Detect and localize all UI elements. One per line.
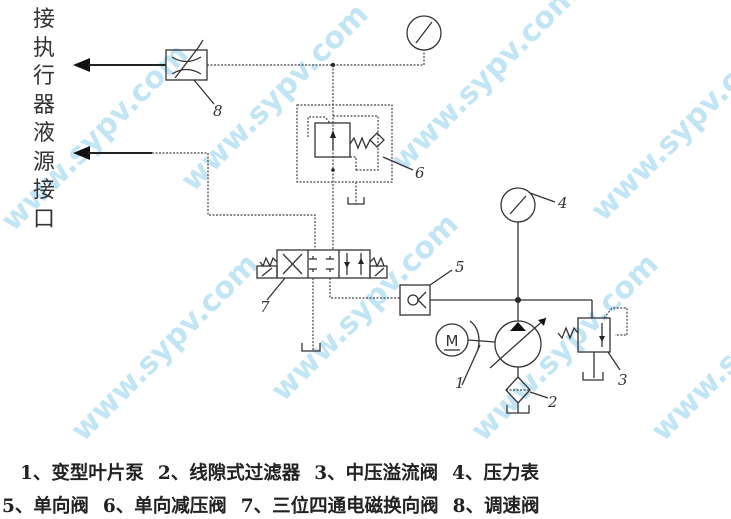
throttle-valve-icon: 8	[165, 39, 223, 120]
char: 接	[32, 7, 55, 32]
caption-line-2: 5、单向阀 6、单向减压阀 7、三位四通电磁换向阀 8、调速阀	[0, 492, 731, 518]
pressure-gauge-icon: 4	[500, 187, 568, 300]
caption-item: 2、线隙式过滤器	[157, 463, 301, 484]
caption-item: 8、调速阀	[452, 496, 540, 517]
motor-icon: M	[435, 323, 469, 357]
caption-item: 6、单向减压阀	[102, 496, 227, 517]
label-7: 7	[260, 298, 270, 316]
outlet-line-upper	[73, 50, 425, 72]
caption-item: 7、三位四通电磁换向阀	[240, 496, 439, 517]
tank-icon	[301, 343, 321, 352]
caption-line-1: 1、变型叶片泵 2、线隙式过滤器 3、中压溢流阀 4、压力表	[0, 459, 731, 485]
pressure-line	[329, 278, 400, 299]
variable-pump-icon: 1	[455, 300, 547, 392]
label-3: 3	[618, 371, 628, 389]
char: 口	[32, 206, 55, 232]
char: 执	[32, 35, 55, 61]
char: 接	[32, 178, 55, 203]
caption-item: 4、压力表	[452, 463, 539, 484]
char: 源	[32, 149, 55, 175]
reducing-valve-icon: 6	[296, 104, 425, 205]
char: 液	[32, 121, 55, 146]
label-2: 2	[547, 393, 558, 411]
char: 行	[32, 64, 55, 89]
motor-letter: M	[446, 332, 459, 350]
check-valve-icon: 5	[399, 258, 465, 316]
outlet-line-lower	[73, 146, 316, 250]
label-8: 8	[213, 102, 223, 120]
caption-item: 5、单向阀	[2, 496, 89, 517]
caption-item: 3、中压溢流阀	[314, 463, 439, 484]
actuator-port-label: 接 执 行 器 液 源 接 口	[32, 6, 56, 234]
relief-valve-icon: 3	[557, 300, 628, 389]
label-4: 4	[557, 194, 568, 212]
pressure-gauge-top-icon	[406, 15, 442, 51]
directional-valve-icon: 7	[256, 249, 388, 316]
caption-item: 1、变型叶片泵	[20, 463, 144, 484]
label-6: 6	[415, 164, 425, 182]
char: 器	[32, 92, 55, 118]
filter-icon: 2	[505, 367, 558, 414]
label-1: 1	[455, 374, 465, 392]
label-5: 5	[455, 258, 465, 276]
